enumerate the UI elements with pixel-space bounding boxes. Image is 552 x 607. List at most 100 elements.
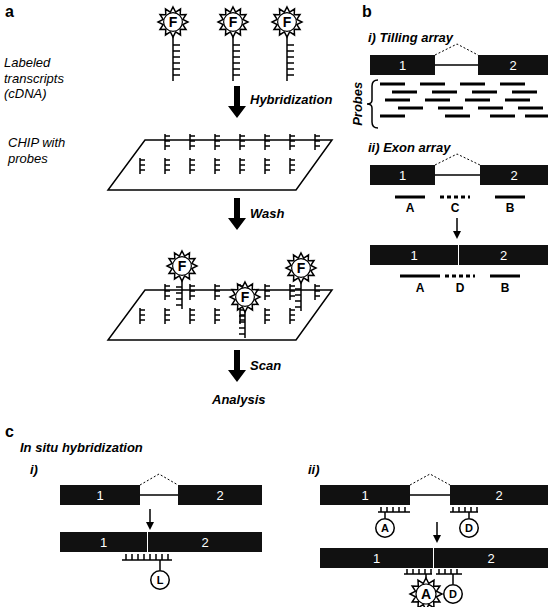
probe-name: B <box>501 281 510 295</box>
probe <box>315 134 320 150</box>
label-letter: L <box>157 575 164 586</box>
caption-text: CHIP with probes <box>8 135 88 166</box>
probe <box>215 158 220 174</box>
exon-box: 2 <box>478 55 548 75</box>
fluorophore-circle <box>292 259 311 278</box>
exon-number: 2 <box>509 59 516 72</box>
caption-text: Scan <box>250 358 281 374</box>
bound-transcript <box>295 283 301 311</box>
splice-arrow <box>433 522 441 543</box>
exon-box: 1 <box>370 55 435 75</box>
exon-probe <box>378 507 410 518</box>
fluorophore-circle <box>416 584 436 604</box>
exon-number: 1 <box>399 59 406 72</box>
probe-label: L <box>150 570 170 590</box>
probe <box>265 158 270 174</box>
probe-label: D <box>459 518 479 538</box>
panel-letter: c <box>5 422 14 441</box>
splice-caret <box>410 474 450 485</box>
probe-name: C <box>451 201 460 215</box>
probe <box>165 308 170 324</box>
fluorophore-circle <box>173 257 192 276</box>
exon-number: 2 <box>510 169 517 182</box>
exon-number: 2 <box>487 552 494 565</box>
fluorophore-circle <box>164 13 183 32</box>
intron-line <box>140 494 178 496</box>
splice-arrow <box>453 218 461 239</box>
step-arrow <box>228 198 246 230</box>
caption-text: In situ hybridization <box>20 440 143 456</box>
chip <box>108 290 332 340</box>
label-circle <box>376 519 395 538</box>
exon-box: 2 <box>450 485 548 505</box>
fluorophore-label: F <box>167 251 197 281</box>
starburst <box>410 578 442 607</box>
step-arrow <box>228 86 246 118</box>
junction-probe <box>445 275 475 278</box>
exon-number: 2 <box>495 489 502 502</box>
label-letter: F <box>178 259 187 273</box>
exon-box: 1 <box>60 485 140 505</box>
splice-caret <box>140 474 178 485</box>
fluorophore-circle <box>236 288 255 307</box>
probe <box>290 284 295 300</box>
exon-probe <box>404 569 432 578</box>
bound-transcript <box>176 281 182 309</box>
caption-text: Wash <box>250 206 284 222</box>
probe-label: A <box>375 518 395 538</box>
starburst <box>272 7 302 37</box>
exon-number: 1 <box>100 536 107 549</box>
label-letter: F <box>169 15 178 29</box>
exon-number: 1 <box>361 489 368 502</box>
probe-name: A <box>406 201 415 215</box>
chip <box>108 140 332 190</box>
exon-box: 1 <box>370 245 458 265</box>
probe <box>265 284 270 300</box>
probe-label: D <box>443 584 463 604</box>
starburst <box>218 7 248 37</box>
exon-box: 2 <box>459 245 548 265</box>
exon-box: 2 <box>148 532 262 552</box>
exon-probe <box>436 569 462 584</box>
exon-box: 2 <box>434 548 548 568</box>
label-letter: A <box>421 587 431 601</box>
label-circle <box>151 571 170 590</box>
exon-box: 2 <box>480 165 548 185</box>
probe <box>190 308 195 324</box>
label-letter: F <box>297 261 306 275</box>
probe-name: A <box>416 281 425 295</box>
probe <box>240 158 245 174</box>
bracket <box>367 80 378 128</box>
probe <box>290 158 295 174</box>
caption-text: i) Tilling array <box>368 30 453 46</box>
fluorophore-label: A <box>410 578 442 607</box>
probe <box>165 284 170 300</box>
probe-name: D <box>456 281 465 295</box>
probe <box>190 134 195 150</box>
transcript-strand <box>233 37 240 81</box>
exon-number: 1 <box>410 249 417 262</box>
exon-box: 2 <box>178 485 262 505</box>
fluorophore-label: F <box>230 282 260 312</box>
exon-box: 1 <box>320 548 433 568</box>
fluorophore-label: F <box>218 7 248 37</box>
caption-text: ii) <box>308 462 320 478</box>
panel-letter: a <box>5 2 14 21</box>
exon-number: 1 <box>399 169 406 182</box>
caption-text: Hybridization <box>250 92 332 108</box>
junction-probe <box>122 554 172 570</box>
splice-caret <box>435 154 480 165</box>
probe <box>265 134 270 150</box>
exon-probe <box>400 275 520 278</box>
label-circle <box>460 519 479 538</box>
exon-number: 2 <box>216 489 223 502</box>
bound-transcript <box>239 310 245 338</box>
probe <box>240 134 245 150</box>
transcript-strand <box>287 37 294 81</box>
fluorophore-label: F <box>158 7 188 37</box>
exon-number: 2 <box>201 536 208 549</box>
exon-number: 1 <box>373 552 380 565</box>
label-letter: D <box>449 589 457 600</box>
caption-text: Probes <box>350 82 366 126</box>
